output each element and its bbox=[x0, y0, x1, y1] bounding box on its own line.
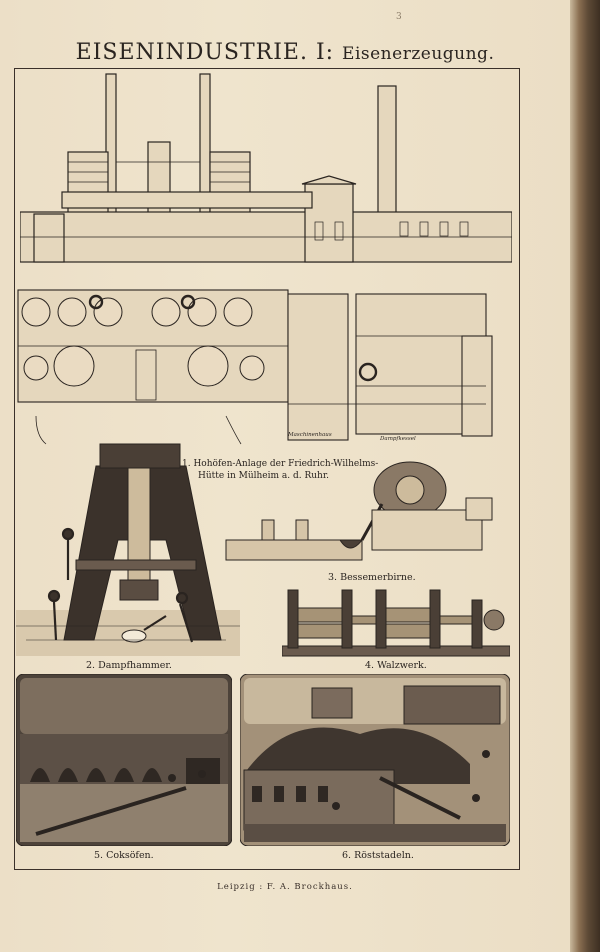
caption-figure-5: 5. Coksöfen. bbox=[94, 850, 154, 861]
figure-3-bessemer-converter bbox=[222, 456, 498, 570]
figure-2-steam-hammer bbox=[16, 430, 240, 656]
coke-ovens-illustration bbox=[16, 674, 232, 846]
figure-4-rolling-mill bbox=[282, 584, 510, 658]
bessemer-converter-illustration bbox=[225, 461, 493, 561]
figure-1-elevation bbox=[20, 72, 512, 268]
plate-title-main: EISENINDUSTRIE. I: bbox=[75, 40, 335, 65]
label-machine-house: Maschinenhaus bbox=[287, 432, 332, 438]
rolling-mill-illustration bbox=[282, 589, 510, 657]
figure-6-roasting-stalls bbox=[240, 674, 510, 846]
steam-hammer-illustration bbox=[16, 443, 240, 656]
plate-frame bbox=[14, 68, 520, 870]
caption-figure-2: 2. Dampfhammer. bbox=[86, 660, 172, 671]
page-number: 3 bbox=[396, 12, 402, 22]
roasting-stalls-illustration bbox=[240, 674, 510, 846]
plate-title-sub: Eisenerzeugung. bbox=[342, 44, 495, 64]
label-steam-boiler: Dampfkessel bbox=[379, 436, 416, 442]
plate-title: EISENINDUSTRIE. I: Eisenerzeugung. bbox=[0, 40, 570, 65]
figure-5-coke-ovens bbox=[16, 674, 232, 846]
blast-furnace-plan-illustration: Maschinenhaus Dampfkessel bbox=[17, 289, 493, 445]
caption-figure-1: 1. Hohöfen-Anlage der Friedrich-Wilhelms… bbox=[182, 459, 379, 481]
caption-figure-6: 6. Röststadeln. bbox=[342, 850, 414, 861]
figure-1-plan: Maschinenhaus Dampfkessel bbox=[16, 276, 506, 446]
caption-figure-4: 4. Walzwerk. bbox=[365, 660, 427, 671]
blast-furnace-elevation-illustration bbox=[20, 73, 512, 263]
caption-figure-3: 3. Bessemerbirne. bbox=[328, 572, 416, 583]
plate-page: 3 EISENINDUSTRIE. I: Eisenerzeugung. bbox=[0, 0, 570, 952]
publisher-footer: Leipzig : F. A. Brockhaus. bbox=[217, 882, 353, 892]
book-edge bbox=[570, 0, 600, 952]
